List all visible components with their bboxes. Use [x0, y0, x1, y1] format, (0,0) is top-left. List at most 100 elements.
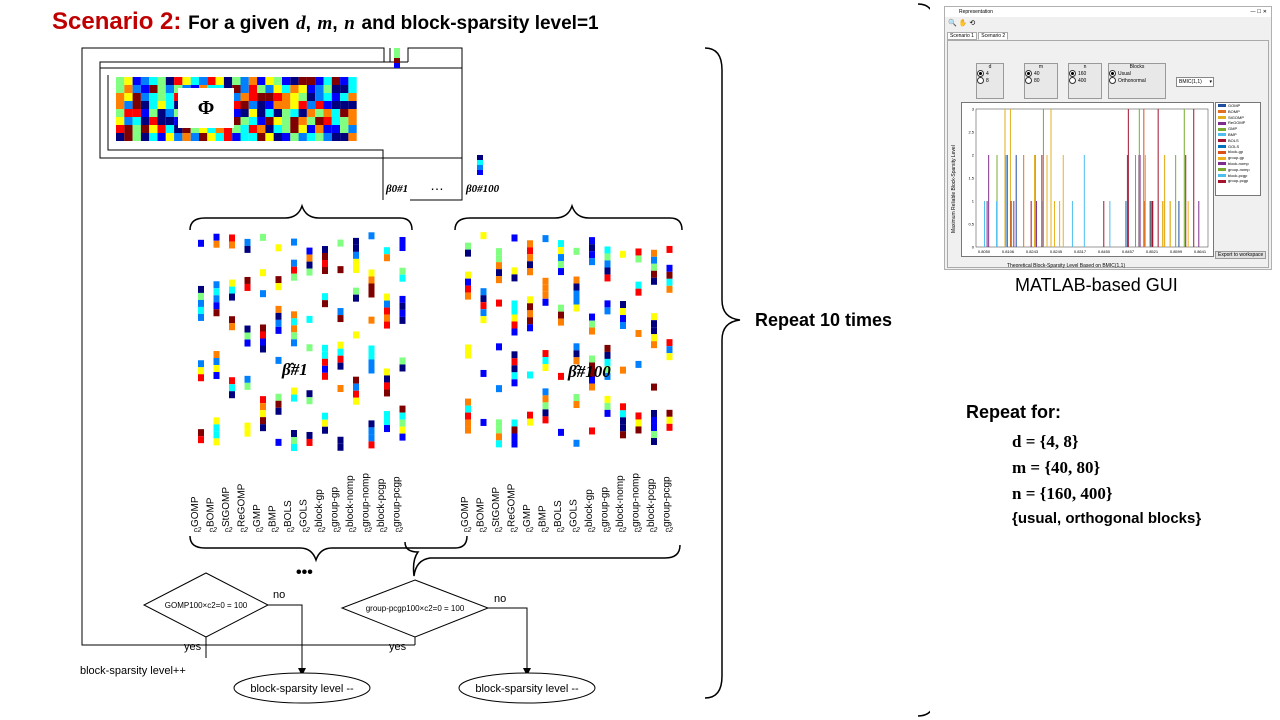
- legend-item: ReGOMP: [1216, 120, 1260, 126]
- recovered-cell: [384, 389, 390, 397]
- recovered-cell: [353, 265, 359, 273]
- export-button[interactable]: Export to workspace: [1215, 251, 1267, 259]
- recovered-cell: [275, 407, 282, 415]
- d-option-4[interactable]: 4: [977, 70, 1003, 77]
- algorithm-label: GOMP: [460, 496, 471, 527]
- algorithm-label: BOMP: [476, 497, 487, 527]
- phi-cell: [257, 117, 266, 125]
- recovered-cell: [635, 288, 642, 296]
- tab-scenario-2[interactable]: Scenario 2: [978, 32, 1009, 40]
- tab-scenario-1[interactable]: Scenario 1: [947, 32, 977, 40]
- beta-hat-last-label: β̂#100: [567, 362, 611, 381]
- phi-cell: [132, 109, 141, 117]
- param-d: d = {4, 8}: [1012, 432, 1079, 451]
- recovered-cell: [198, 285, 204, 293]
- m-option-80[interactable]: 80: [1025, 77, 1057, 84]
- algorithm-label: ReGOMP: [237, 483, 248, 527]
- recovered-cell: [322, 260, 328, 268]
- phi-cell: [182, 125, 191, 133]
- recovered-columns-first: [198, 232, 406, 451]
- ellipsis-dots: •••: [296, 564, 313, 581]
- recovered-cell: [666, 271, 673, 279]
- recovered-cell: [213, 281, 220, 289]
- gui-ylabel: Maximum Reliable Block-Sparsity Level: [951, 145, 957, 233]
- blocks-option-usual[interactable]: Usual: [1109, 70, 1165, 77]
- recovered-cell: [213, 424, 220, 432]
- recovered-cell: [384, 411, 390, 419]
- recovered-cell: [275, 326, 282, 334]
- window-controls-icon[interactable]: — ☐ ✕: [1250, 9, 1267, 15]
- legend-label: group-gp: [1228, 155, 1245, 161]
- recovered-cell: [337, 362, 344, 370]
- phi-cell: [265, 85, 274, 93]
- recovered-cell: [635, 329, 642, 337]
- recovered-cell: [384, 314, 390, 322]
- phi-cell: [257, 93, 266, 101]
- phi-cell: [298, 125, 307, 133]
- recovered-cell: [291, 436, 297, 444]
- recovered-cell: [213, 233, 220, 241]
- matrix-frame: [99, 47, 463, 201]
- blocks-option-orthonormal[interactable]: Orthonormal: [1109, 77, 1165, 84]
- phi-cell: [190, 77, 199, 85]
- recovered-cell: [573, 439, 580, 447]
- d-option-8[interactable]: 8: [977, 77, 1003, 84]
- phi-cell: [140, 117, 150, 125]
- phi-cell: [282, 133, 291, 141]
- phi-cell: [273, 93, 282, 101]
- recovered-cell: [322, 253, 328, 261]
- radio-off-icon: [1109, 77, 1116, 84]
- recovered-cell: [527, 317, 533, 325]
- phi-cell: [165, 117, 175, 125]
- recovered-cell: [275, 312, 282, 320]
- n-option-400[interactable]: 400: [1069, 77, 1101, 84]
- algorithm-subscript: c2: [557, 527, 565, 534]
- phi-cell: [124, 133, 133, 141]
- phi-cell: [323, 77, 332, 85]
- recovered-cell: [635, 255, 642, 263]
- recovered-cell: [198, 429, 204, 437]
- phi-cell: [116, 117, 125, 125]
- m-option-40[interactable]: 40: [1025, 70, 1057, 77]
- gui-caption: MATLAB-based GUI: [1015, 275, 1178, 295]
- phi-cell: [132, 101, 141, 109]
- algorithm-subscript: c2: [588, 527, 596, 534]
- phi-cell: [199, 77, 208, 85]
- recovered-cell: [229, 241, 235, 249]
- recovered-cell: [589, 362, 595, 370]
- recovered-cell: [368, 283, 375, 291]
- recovered-cell: [322, 293, 328, 301]
- recovered-cell: [573, 297, 580, 305]
- gui-window-title: Representation: [959, 9, 993, 15]
- legend-label: StGOMP: [1228, 114, 1245, 120]
- recovered-cell: [651, 313, 657, 321]
- phi-cell: [240, 77, 249, 85]
- recovered-cell: [368, 359, 375, 367]
- recovered-cell: [465, 351, 471, 359]
- measure-dropdown[interactable]: BMIC(1,1) ▾: [1176, 77, 1214, 87]
- phi-cell: [298, 109, 307, 117]
- algorithm-subscript: c2: [380, 527, 388, 534]
- phi-cell: [124, 117, 133, 125]
- radio-off-icon: [1069, 77, 1076, 84]
- toolbar-icons[interactable]: 🔍 ✋ ⟲: [948, 20, 976, 27]
- recovered-cell: [368, 352, 375, 360]
- legend-label: group-pcgp: [1228, 178, 1249, 184]
- recovered-cell: [542, 409, 549, 417]
- recovered-cell: [368, 420, 375, 428]
- phi-cell: [165, 85, 175, 93]
- phi-cell: [240, 101, 249, 109]
- gui-tab-panel: d 4 8 m 40 80 n 160 400 Blocks Usual Ort…: [947, 40, 1269, 268]
- recovered-cell: [213, 417, 220, 425]
- phi-cell: [348, 133, 357, 141]
- phi-cell: [140, 109, 150, 117]
- phi-cell: [340, 93, 349, 101]
- recovered-cell: [368, 276, 375, 284]
- recovered-cell: [573, 401, 580, 409]
- legend-label: GOLS: [1228, 143, 1240, 149]
- title-text-before: For a given: [188, 13, 290, 34]
- recovered-cell: [511, 426, 518, 434]
- phi-cell: [149, 109, 158, 117]
- n-option-160[interactable]: 160: [1069, 70, 1101, 77]
